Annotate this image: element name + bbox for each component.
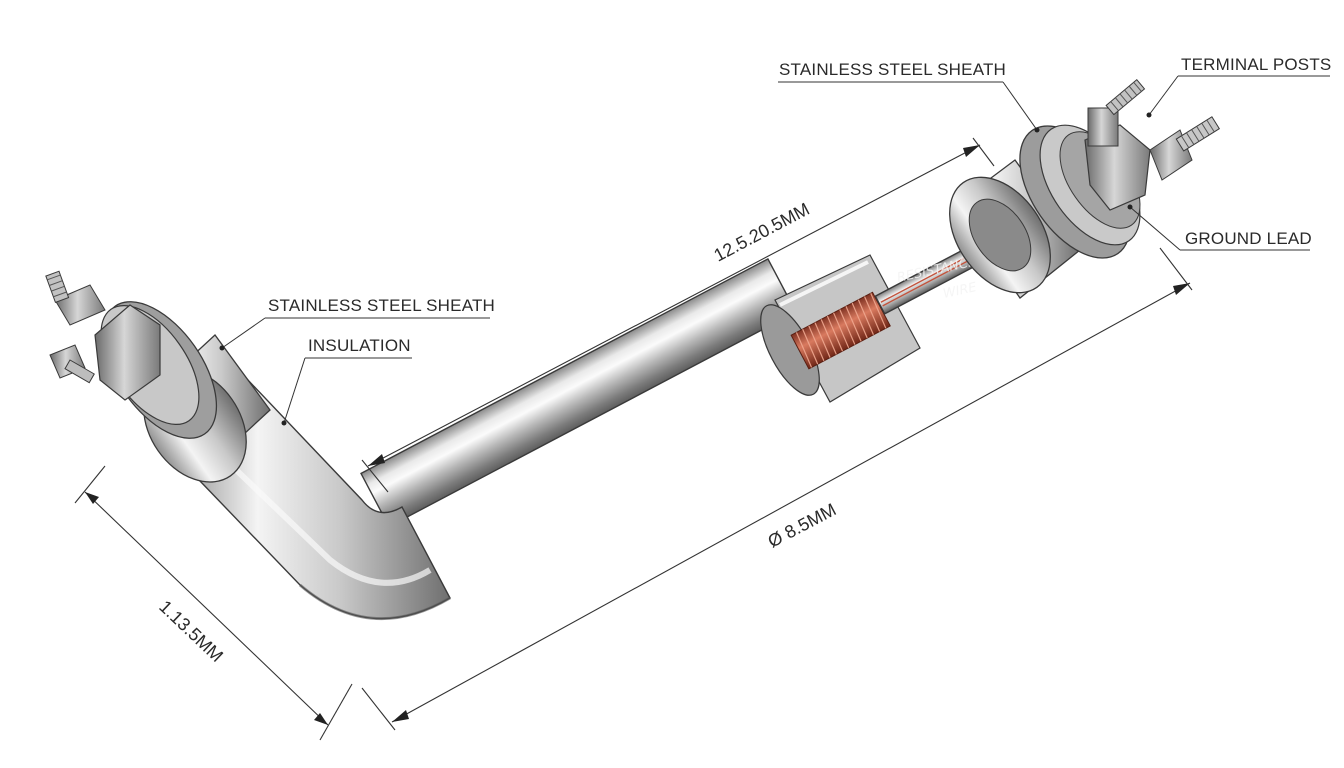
label-ground-lead: GROUND LEAD (1185, 229, 1312, 248)
label-insulation: INSULATION (308, 336, 411, 355)
callout-sheath-left: STAINLESS STEEL SHEATH (219, 296, 495, 351)
label-sheath-right: STAINLESS STEEL SHEATH (779, 60, 1006, 79)
terminal-post-lower (1149, 116, 1221, 181)
callout-ground-lead: GROUND LEAD (1127, 204, 1312, 251)
callout-sheath-right: STAINLESS STEEL SHEATH (778, 60, 1040, 133)
callout-insulation: INSULATION (281, 336, 412, 426)
label-terminal-posts: TERMINAL POSTS (1181, 55, 1331, 74)
terminal-post-upper (1087, 78, 1146, 147)
dim-heated-length-text: 12.5.20.5MM (711, 199, 813, 266)
dim-bend-leg-text: 1.13.5MM (155, 596, 227, 666)
right-fitting (949, 78, 1221, 299)
tube-straight-section (360, 257, 797, 528)
left-terminal-post-upper (45, 270, 106, 326)
left-terminal-post-lower (49, 344, 95, 384)
label-sheath-left: STAINLESS STEEL SHEATH (268, 296, 495, 315)
callout-terminal-posts: TERMINAL POSTS (1146, 55, 1331, 118)
left-fitting (45, 270, 271, 483)
wire-label-line2: WIRE (942, 280, 979, 302)
dim-diameter-text: Ø 8.5MM (765, 499, 840, 551)
cutaway-section: RESISTANCE WIRE (760, 239, 992, 403)
